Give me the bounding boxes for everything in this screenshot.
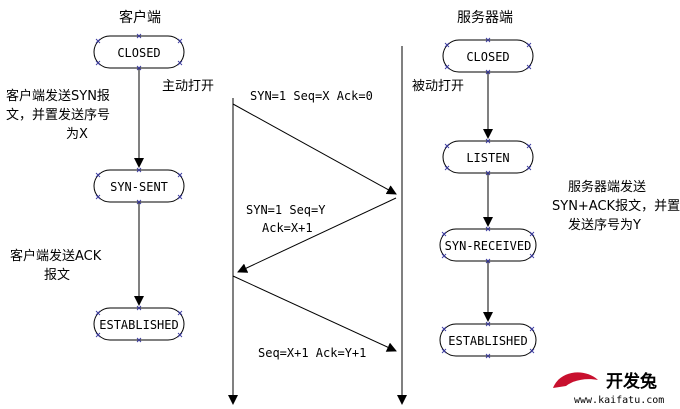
selection-handle-icon (95, 60, 101, 66)
selection-handle-icon (95, 332, 101, 338)
selection-handle-icon (177, 38, 183, 44)
selection-handle-icon (444, 165, 450, 171)
server-state-syn-received-label: SYN-RECEIVED (445, 239, 532, 253)
ack-message-label: Seq=X+1 Ack=Y+1 (258, 346, 366, 360)
selection-handle-icon (136, 199, 142, 205)
client-syn-note-line-3: 为X (66, 127, 88, 142)
selection-handle-icon (529, 253, 535, 259)
selection-handle-icon (136, 305, 142, 311)
state-selection-handles (95, 33, 535, 359)
selection-handle-icon (526, 143, 532, 149)
server-synack-note-line-3: 发送序号为Y (568, 217, 641, 233)
selection-handle-icon (444, 64, 450, 70)
selection-handle-icon (485, 170, 491, 176)
selection-handle-icon (526, 165, 532, 171)
client-ack-note: 客户端发送ACK 报文 (10, 248, 102, 283)
client-state-closed: CLOSED (93, 35, 185, 69)
server-state-listen-label: LISTEN (466, 151, 509, 165)
server-state-established: ESTABLISHED (439, 323, 537, 357)
server-synack-note-line-2: SYN+ACK报文，并置 (552, 199, 680, 214)
selection-handle-icon (95, 172, 101, 178)
server-state-established-label: ESTABLISHED (448, 334, 527, 348)
selection-handle-icon (177, 60, 183, 66)
selection-handle-icon (441, 231, 447, 237)
client-ack-note-line-1: 客户端发送ACK (10, 248, 102, 264)
client-state-syn-sent-label: SYN-SENT (110, 180, 168, 194)
selection-handle-icon (95, 310, 101, 316)
selection-handle-icon (444, 143, 450, 149)
selection-handle-icon (485, 138, 491, 144)
client-state-established: ESTABLISHED (93, 307, 185, 341)
ack-message-arrow (232, 275, 397, 352)
selection-handle-icon (485, 69, 491, 75)
synack-message-label-1: SYN=1 Seq=Y (246, 203, 326, 217)
client-state-closed-label: CLOSED (117, 46, 160, 60)
selection-handle-icon (177, 332, 183, 338)
watermark-swoosh-icon (553, 372, 598, 388)
selection-handle-icon (136, 65, 142, 71)
client-syn-note-line-1: 客户端发送SYN报 (6, 88, 110, 104)
selection-handle-icon (95, 38, 101, 44)
server-title: 服务器端 (457, 10, 513, 26)
selection-handle-icon (526, 64, 532, 70)
selection-handle-icon (485, 321, 491, 327)
client-syn-note: 客户端发送SYN报 文，并置发送序号 为X (6, 88, 110, 142)
selection-handle-icon (485, 226, 491, 232)
selection-handle-icon (444, 42, 450, 48)
synack-message-arrow (237, 197, 397, 273)
server-state-syn-received: SYN-RECEIVED (439, 228, 537, 262)
selection-handle-icon (485, 37, 491, 43)
selection-handle-icon (177, 310, 183, 316)
selection-handle-icon (485, 258, 491, 264)
passive-open-label: 被动打开 (412, 79, 464, 94)
client-state-syn-sent: SYN-SENT (93, 169, 185, 203)
selection-handle-icon (529, 348, 535, 354)
selection-handle-icon (136, 167, 142, 173)
selection-handle-icon (441, 253, 447, 259)
synack-message-label-2: Ack=X+1 (262, 221, 313, 235)
selection-handle-icon (441, 326, 447, 332)
selection-handle-icon (529, 326, 535, 332)
selection-handle-icon (529, 231, 535, 237)
syn-message-arrow (232, 103, 397, 195)
server-state-closed: CLOSED (442, 39, 534, 73)
selection-handle-icon (177, 194, 183, 200)
selection-handle-icon (441, 348, 447, 354)
syn-message-label: SYN=1 Seq=X Ack=0 (250, 89, 373, 103)
kaifatu-watermark: 开发兔 www.kaifatu.com (553, 371, 664, 406)
server-state-listen: LISTEN (442, 140, 534, 174)
selection-handle-icon (526, 42, 532, 48)
selection-handle-icon (136, 337, 142, 343)
client-syn-note-line-2: 文，并置发送序号 (6, 107, 110, 123)
selection-handle-icon (95, 194, 101, 200)
watermark-site: www.kaifatu.com (574, 395, 664, 406)
server-synack-note: 服务器端发送 SYN+ACK报文，并置 发送序号为Y (552, 179, 680, 233)
client-ack-note-line-2: 报文 (44, 268, 70, 283)
client-state-established-label: ESTABLISHED (99, 318, 178, 332)
client-title: 客户端 (119, 9, 161, 26)
selection-handle-icon (177, 172, 183, 178)
selection-handle-icon (136, 33, 142, 39)
server-synack-note-line-1: 服务器端发送 (568, 179, 646, 195)
watermark-brand: 开发兔 (606, 371, 657, 392)
selection-handle-icon (485, 353, 491, 359)
active-open-label: 主动打开 (162, 79, 214, 94)
server-state-closed-label: CLOSED (466, 50, 509, 64)
